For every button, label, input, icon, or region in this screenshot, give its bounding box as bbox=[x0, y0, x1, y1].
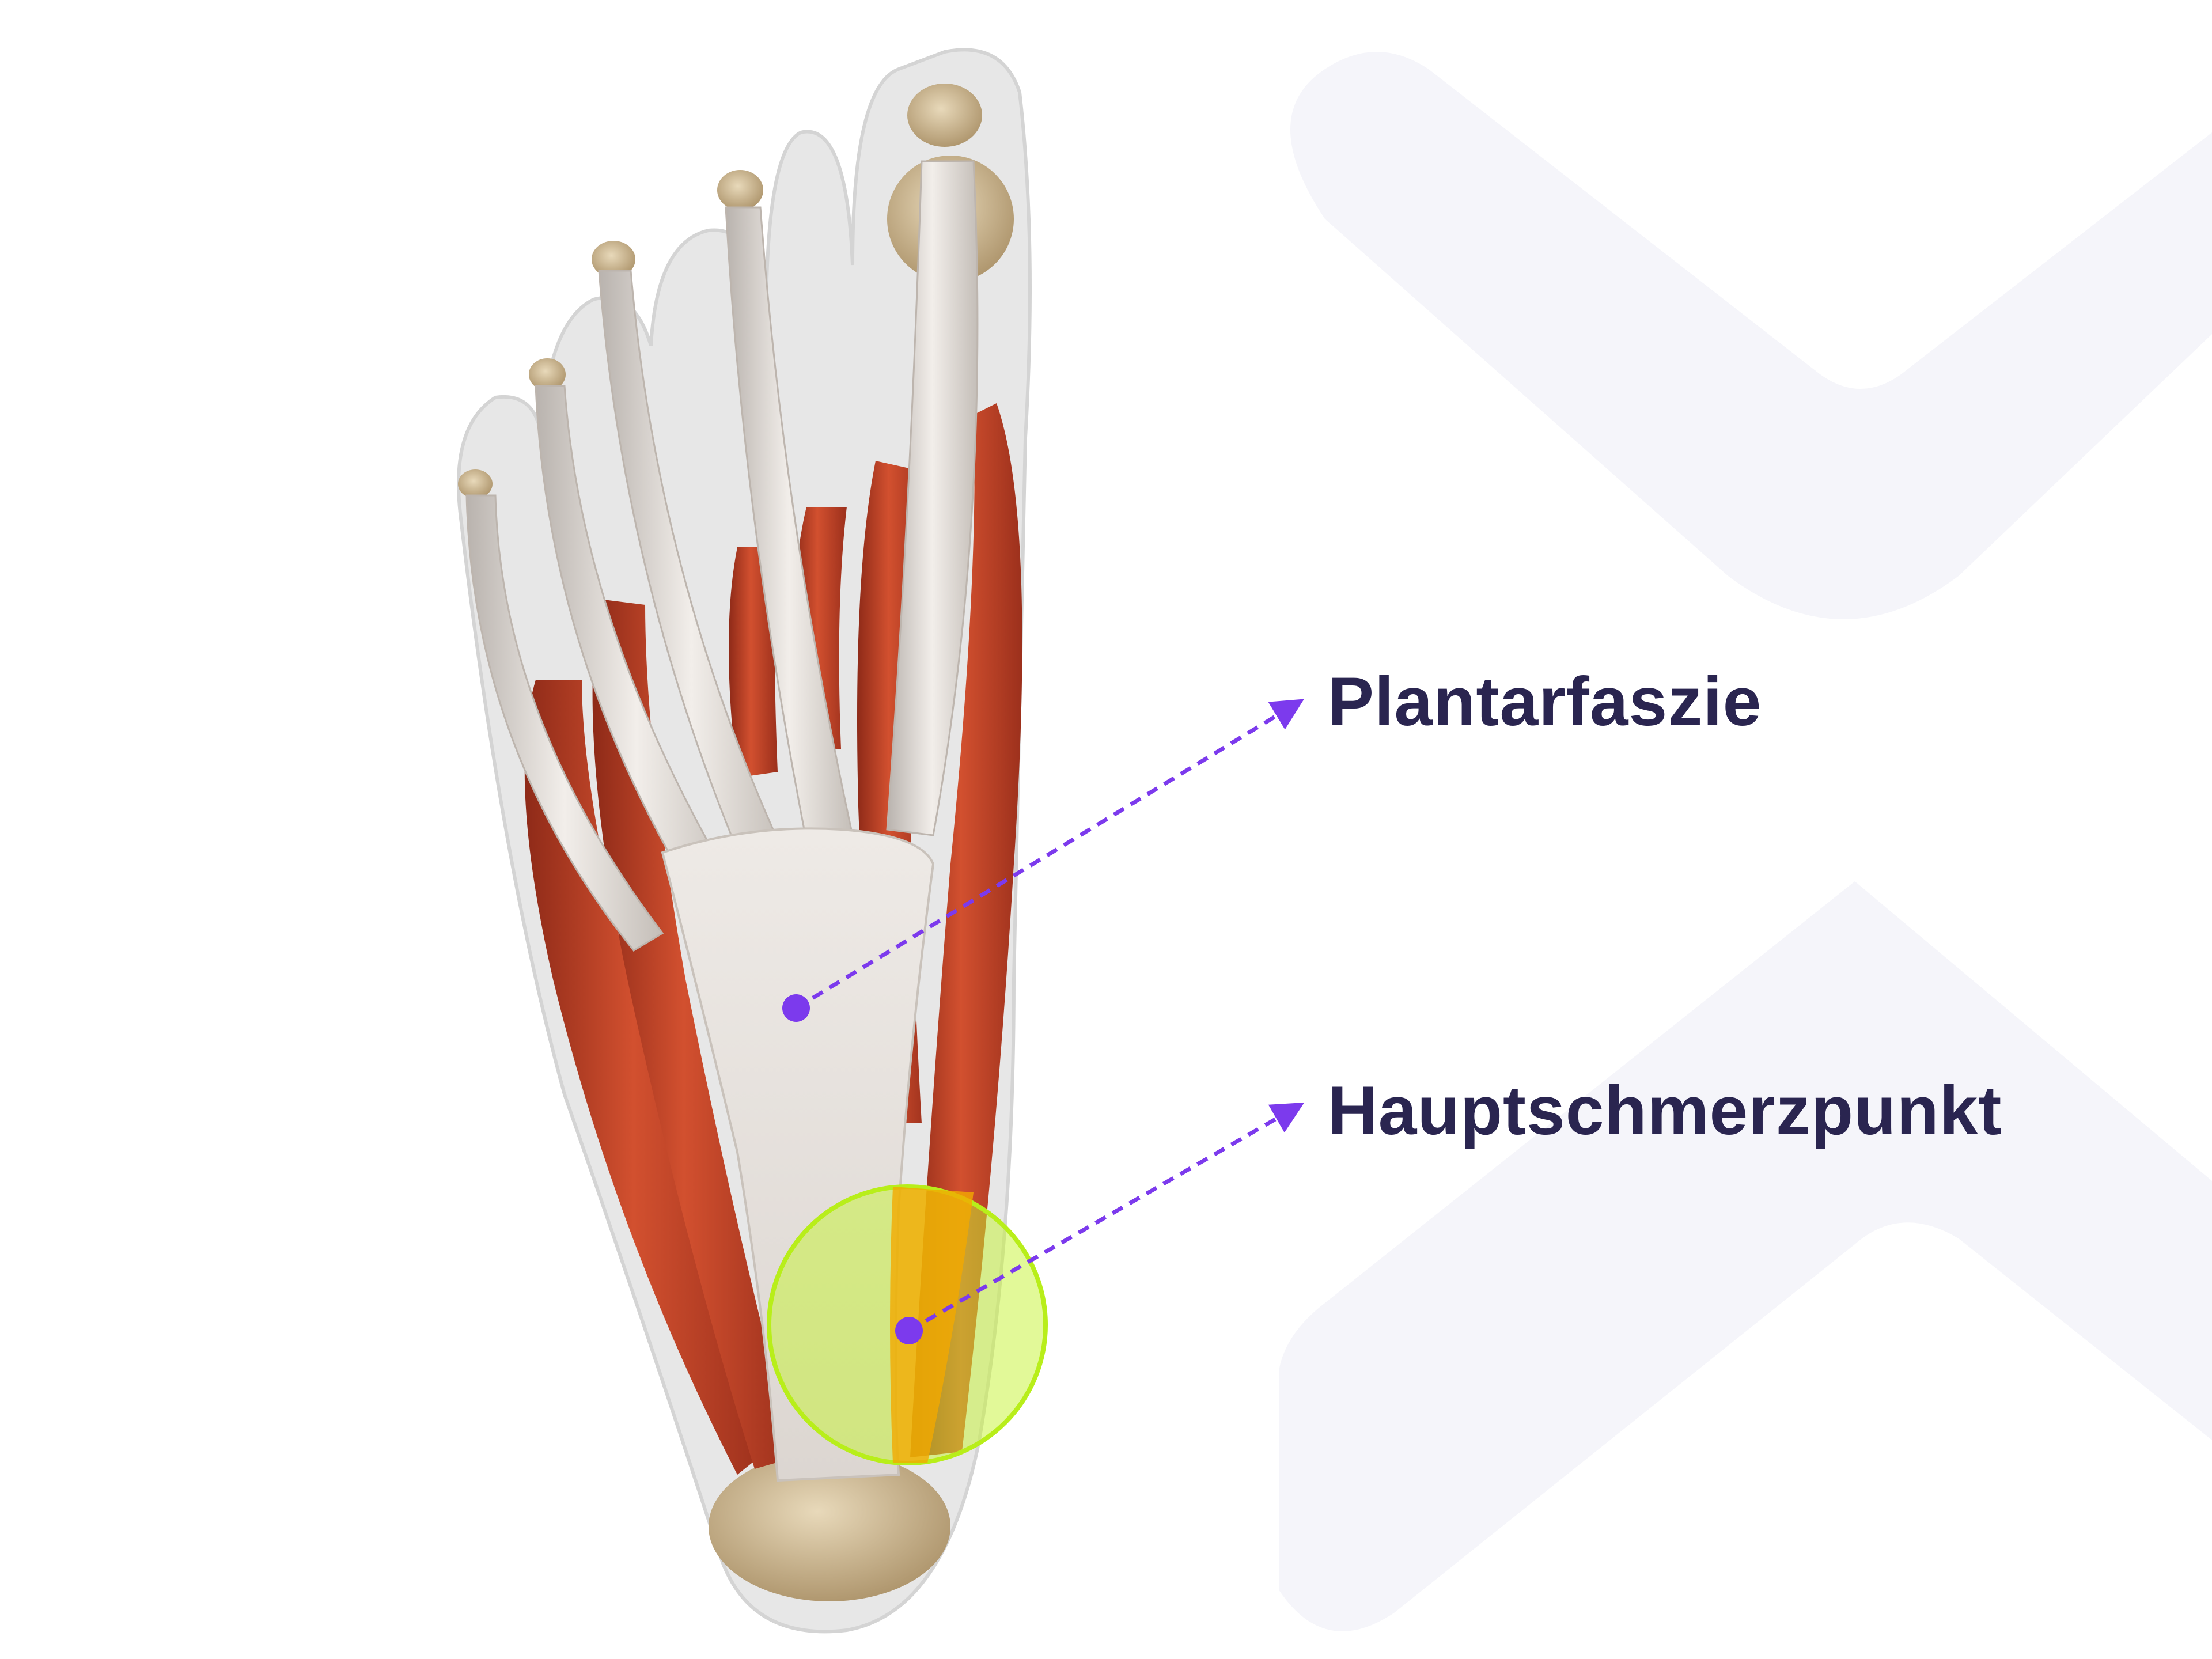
leader-dot-hauptschmerzpunkt bbox=[895, 1317, 923, 1344]
toe-tendons bbox=[465, 160, 979, 952]
leader-line-hauptschmerzpunkt bbox=[908, 1103, 1305, 1333]
inflamed-tendon bbox=[890, 1187, 974, 1463]
heel-bone bbox=[709, 1452, 950, 1601]
background-watermark bbox=[1279, 52, 2212, 1631]
label-hauptschmerzpunkt: Hauptschmerzpunkt bbox=[1328, 1072, 2002, 1149]
label-plantarfaszie: Plantarfaszie bbox=[1328, 663, 1762, 740]
leader-lines bbox=[782, 699, 1305, 1344]
leader-dot-plantarfaszie bbox=[782, 994, 810, 1022]
